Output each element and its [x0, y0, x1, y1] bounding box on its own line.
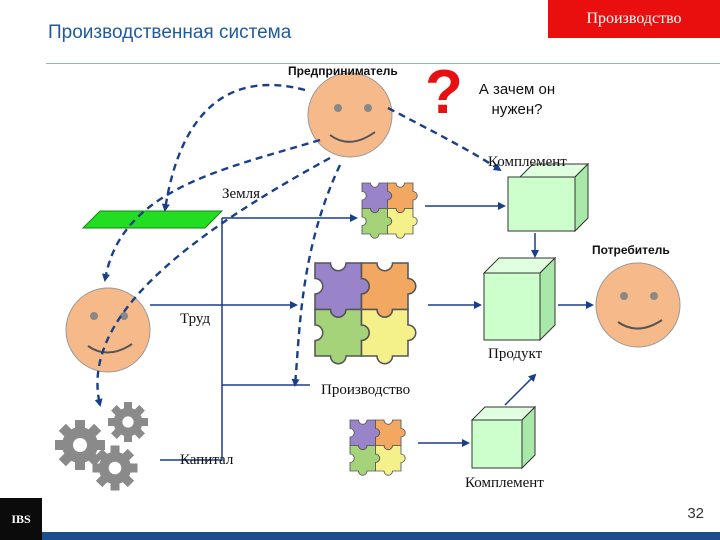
labor-label: Труд: [180, 311, 211, 327]
worker-face: [65, 287, 151, 373]
entrepreneur-to-complement-dash: [387, 106, 502, 172]
complement-bottom-label: Комплемент: [465, 475, 544, 491]
production-label: Производство: [321, 382, 411, 398]
title-divider: [46, 63, 720, 64]
complement-top-label: Комплемент: [488, 154, 567, 170]
capital-gears: [55, 402, 148, 491]
entrepreneur-to-capital-dash: [94, 156, 331, 407]
slide-title: Производственная система: [48, 22, 292, 43]
entrepreneur-to-worker-dash: [102, 138, 321, 282]
product-label: Продукт: [488, 346, 543, 362]
complement-bottom-to-product-arrow: [504, 373, 537, 406]
capital-label: Капитал: [180, 452, 234, 468]
consumer-label: Потребитель: [592, 243, 670, 257]
page-number: 32: [687, 505, 704, 522]
puzzle-large-center: [314, 262, 417, 365]
puzzle-small-top: [361, 182, 418, 239]
puzzle-small-bottom: [349, 419, 406, 476]
consumer-face: [595, 262, 681, 348]
question-line-2: нужен?: [491, 101, 543, 118]
land-shape: [81, 210, 224, 229]
cube-product: [482, 256, 557, 342]
question-mark: ?: [425, 58, 463, 127]
section-tab[interactable]: Производство: [548, 0, 720, 38]
cube-complement-top: [507, 162, 590, 233]
entrepreneur-face: [307, 72, 393, 158]
ibs-logo: IBS: [0, 498, 42, 540]
entrepreneur-to-production-dash: [291, 164, 342, 387]
footer-bar: [0, 532, 720, 540]
entrepreneur-label: Предприниматель: [288, 64, 398, 78]
cube-complement-bottom: [470, 405, 537, 470]
entrepreneur-to-land-dash: [161, 83, 306, 212]
question-line-1: А зачем он: [478, 81, 556, 98]
question-text: А зачем он нужен?: [472, 80, 562, 120]
land-label: Земля: [222, 186, 261, 202]
